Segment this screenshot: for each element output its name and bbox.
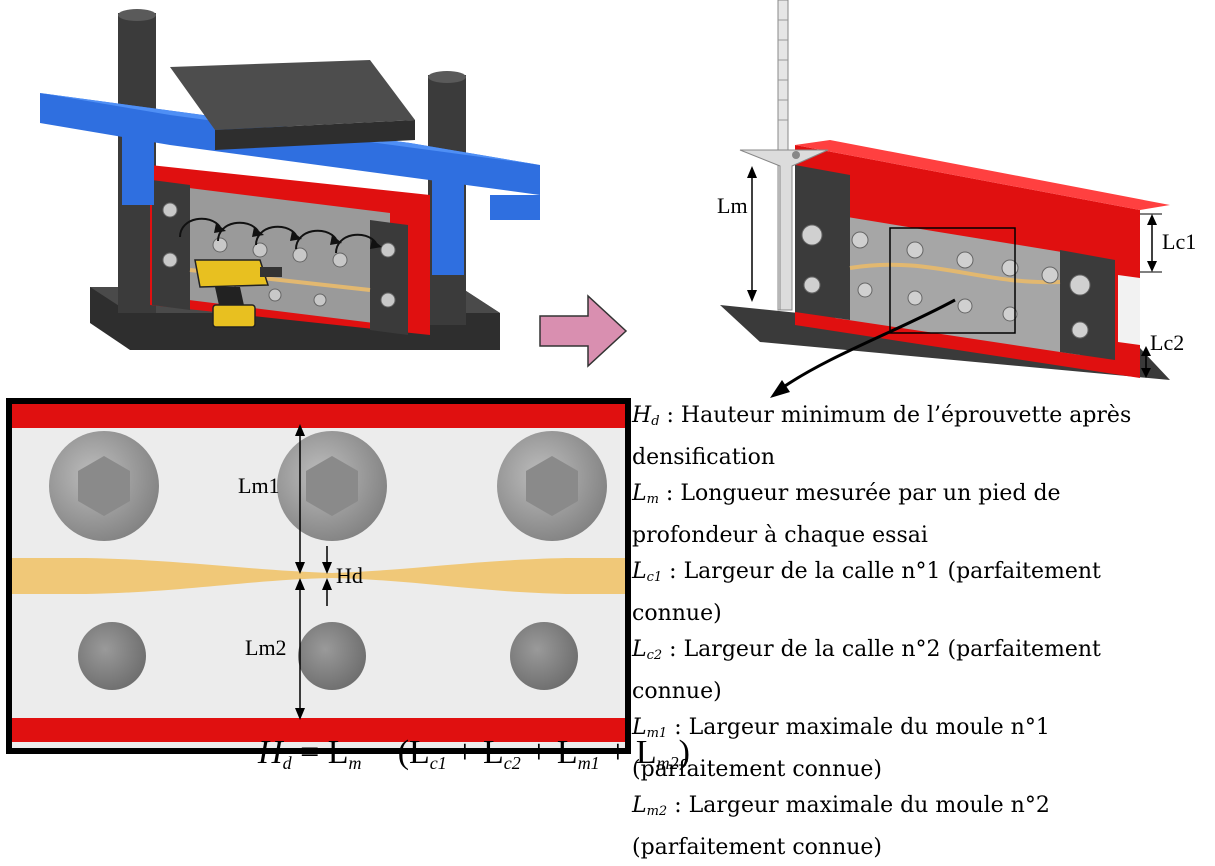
legend-item-lm: Lm : Longueur mesurée par un pied de <box>632 481 1061 507</box>
label-lm2: Lm2 <box>245 635 287 660</box>
legend-item-lc2-cont: connue) <box>632 679 722 704</box>
label-lm1: Lm1 <box>238 473 280 498</box>
legend-item-lm1-cont: (parfaitement connue) <box>632 757 883 782</box>
legend-item-hd-cont: densification <box>632 445 775 470</box>
legend-item-lc1: Lc1 : Largeur de la calle n°1 (parfaitem… <box>632 559 1101 585</box>
legend-item-lm1: Lm1 : Largeur maximale du moule n°1 <box>632 715 1050 741</box>
measurement-illustration <box>720 0 1170 398</box>
label-lc1: Lc1 <box>1162 229 1197 254</box>
legend-item-hd: Hd : Hauteur minimum de l’éprouvette apr… <box>632 403 1132 429</box>
press-illustration <box>40 9 540 350</box>
transition-arrow <box>539 294 628 368</box>
legend-item-lm2-cont: (parfaitement connue) <box>632 835 883 860</box>
label-lc2: Lc2 <box>1150 330 1185 355</box>
formula: Hd = Lm − (Lc1 + Lc2 + Lm1 + Lm2) <box>258 734 690 773</box>
legend-item-lm2: Lm2 : Largeur maximale du moule n°2 <box>632 793 1050 819</box>
legend: Hd : Hauteur minimum de l’éprouvette apr… <box>632 398 1207 866</box>
zoomed-detail <box>6 398 631 754</box>
label-hd: Hd <box>336 563 363 588</box>
legend-item-lm-cont: profondeur à chaque essai <box>632 523 928 548</box>
label-lm: Lm <box>717 193 748 218</box>
legend-item-lc2: Lc2 : Largeur de la calle n°2 (parfaitem… <box>632 637 1101 663</box>
legend-item-lc1-cont: connue) <box>632 601 722 626</box>
